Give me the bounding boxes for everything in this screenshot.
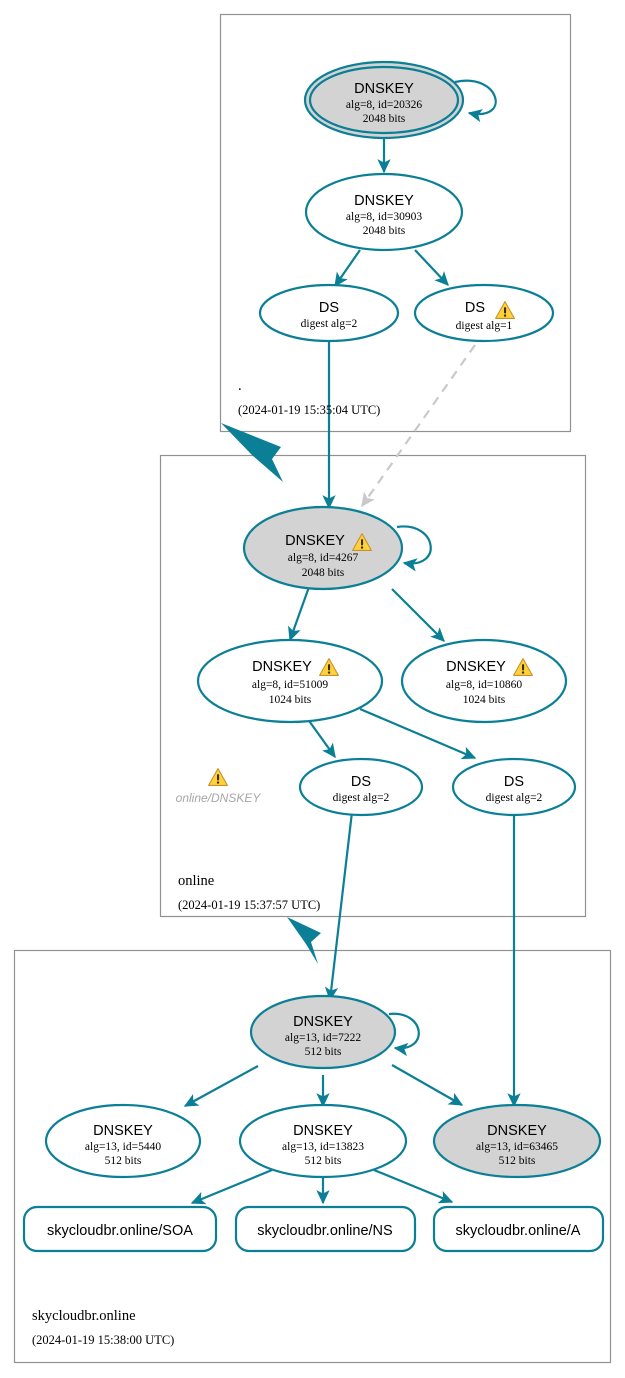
node-title: DNSKEY (252, 659, 312, 675)
edge-root-zsk-to-ds-alg2 (334, 249, 361, 288)
zone-label-skycloudbr: skycloudbr.online (32, 1308, 136, 1324)
node-sky-key-5440[interactable]: DNSKEY alg=13, id=5440 512 bits (44, 1103, 202, 1179)
zone-box-online (159, 454, 587, 918)
node-online-ksk[interactable]: DNSKEY alg=8, id=4267 2048 bits (242, 505, 404, 591)
node-online-ds-right[interactable]: DS digest alg=2 (451, 757, 577, 817)
zone-label-root: . (238, 378, 242, 394)
node-line2: alg=8, id=10860 (446, 679, 522, 691)
node-title: DS (351, 774, 371, 790)
node-line3: 512 bits (105, 1155, 142, 1167)
node-title: DS (319, 300, 339, 316)
node-line2: alg=8, id=4267 (288, 552, 359, 564)
node-line2: digest alg=2 (301, 318, 358, 330)
edge-sky-key-to-rrset-soa (190, 1168, 273, 1205)
edge-root-ds-alg1-to-online-ksk-insecure (361, 344, 476, 508)
node-title: DNSKEY (487, 1123, 547, 1139)
edge-sky-ksk-to-key-5440 (183, 1065, 259, 1107)
node-title: DS (465, 300, 485, 316)
node-rrset-a[interactable]: skycloudbr.online/A (432, 1205, 605, 1253)
delegation-arrow-online-to-skycloudbr (287, 917, 321, 964)
node-title: DNSKEY (446, 659, 506, 675)
zone-box-root (219, 13, 572, 433)
edge-root-ksk-self-sign (454, 79, 497, 123)
zone-label-online: online (178, 873, 214, 889)
node-sky-key-13823[interactable]: DNSKEY alg=13, id=13823 512 bits (238, 1103, 408, 1179)
zone-error-online-dnskey: online/DNSKEY (176, 768, 262, 805)
zone-error-label: online/DNSKEY (176, 791, 262, 805)
rrset-label: skycloudbr.online/SOA (47, 1223, 193, 1239)
node-root-ksk[interactable]: DNSKEY alg=8, id=20326 2048 bits (303, 60, 465, 140)
node-line2: digest alg=1 (456, 320, 513, 332)
node-title: DS (504, 774, 524, 790)
node-line2: alg=8, id=30903 (346, 211, 422, 223)
node-line3: 2048 bits (363, 225, 406, 237)
edge-online-ds-left-to-sky-ksk (324, 811, 354, 1002)
node-title: DNSKEY (354, 193, 414, 209)
rrset-label: skycloudbr.online/A (456, 1223, 581, 1239)
node-title: DNSKEY (285, 533, 345, 549)
node-line3: 1024 bits (269, 694, 312, 706)
node-title: DNSKEY (354, 81, 414, 97)
node-line2: alg=13, id=5440 (85, 1141, 161, 1153)
node-line2: alg=8, id=20326 (346, 99, 422, 111)
node-line3: 512 bits (305, 1155, 342, 1167)
node-rrset-soa[interactable]: skycloudbr.online/SOA (22, 1205, 218, 1253)
edge-online-ksk-to-zsk-51009 (288, 586, 311, 642)
node-root-zsk[interactable]: DNSKEY alg=8, id=30903 2048 bits (304, 172, 464, 252)
node-rrset-ns[interactable]: skycloudbr.online/NS (234, 1205, 417, 1253)
edge-online-zsk-to-ds-right (359, 707, 477, 760)
node-line3: 512 bits (499, 1155, 536, 1167)
node-online-zsk-51009[interactable]: DNSKEY alg=8, id=51009 1024 bits (196, 638, 384, 724)
edge-sky-ksk-to-key-63465 (391, 1064, 464, 1106)
delegation-arrow-root-to-online (221, 423, 283, 482)
node-line2: digest alg=2 (486, 792, 543, 804)
edge-sky-key-to-rrset-a (373, 1168, 454, 1204)
edge-online-ksk-self-sign (396, 525, 432, 572)
node-line2: alg=8, id=51009 (252, 679, 328, 691)
node-sky-key-63465[interactable]: DNSKEY alg=13, id=63465 512 bits (432, 1103, 602, 1179)
node-line3: 512 bits (305, 1046, 342, 1058)
node-root-ds-alg1[interactable]: DS digest alg=1 (413, 283, 555, 343)
node-online-ds-left[interactable]: DS digest alg=2 (298, 757, 424, 817)
node-line2: digest alg=2 (333, 792, 390, 804)
node-title: DNSKEY (93, 1123, 153, 1139)
node-sky-ksk[interactable]: DNSKEY alg=13, id=7222 512 bits (249, 994, 397, 1070)
edge-root-zsk-to-ds-alg1 (414, 249, 449, 286)
node-online-zsk-10860[interactable]: DNSKEY alg=8, id=10860 1024 bits (400, 638, 568, 724)
node-line3: 2048 bits (302, 567, 345, 579)
node-root-ds-alg2[interactable]: DS digest alg=2 (258, 283, 400, 343)
node-line3: 1024 bits (463, 694, 506, 706)
zone-timestamp-online: (2024-01-19 15:37:57 UTC) (178, 898, 320, 912)
edge-sky-ksk-self-sign (388, 1012, 420, 1057)
node-line3: 2048 bits (363, 113, 406, 125)
node-line2: alg=13, id=7222 (285, 1032, 361, 1044)
warning-icon (208, 768, 228, 786)
zone-timestamp-skycloudbr: (2024-01-19 15:38:00 UTC) (32, 1333, 174, 1347)
node-line2: alg=13, id=63465 (476, 1141, 558, 1153)
rrset-label: skycloudbr.online/NS (257, 1223, 392, 1239)
edge-online-ksk-to-zsk-10860 (391, 588, 445, 642)
node-title: DNSKEY (293, 1014, 353, 1030)
zone-timestamp-root: (2024-01-19 15:35:04 UTC) (238, 403, 380, 417)
node-line2: alg=13, id=13823 (282, 1141, 364, 1153)
node-title: DNSKEY (293, 1123, 353, 1139)
edge-online-zsk-to-ds-left (306, 717, 336, 759)
